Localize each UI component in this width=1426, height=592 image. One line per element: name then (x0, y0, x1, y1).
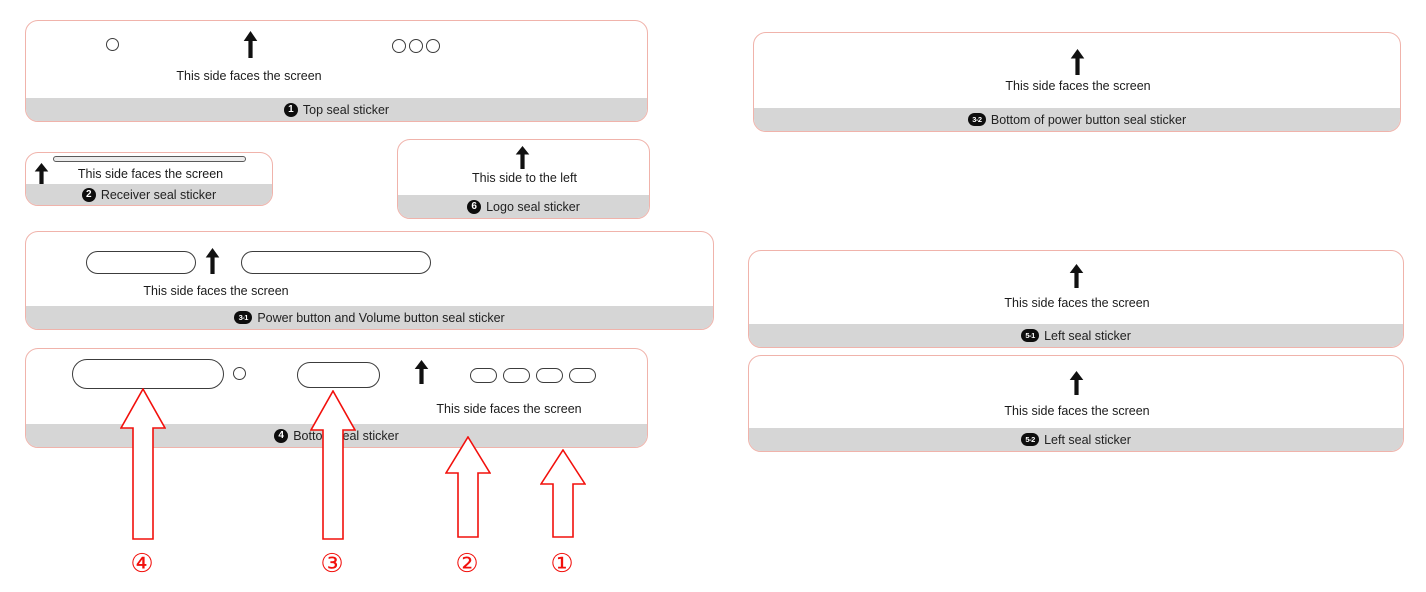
up-arrow-icon (34, 163, 49, 186)
cutout-pill-icon (86, 251, 196, 274)
cutout-pill-icon (297, 362, 380, 388)
sticker-label: Left seal sticker (1044, 432, 1131, 447)
sticker-badge: 5-1 (1021, 329, 1040, 342)
callout-arrow-2-icon (445, 436, 491, 538)
up-arrow-icon (1070, 49, 1085, 75)
sticker-badge: 2 (81, 187, 96, 202)
sticker-label: Logo seal sticker (486, 199, 580, 214)
power-volume-seal-sticker: This side faces the screen 3-1 Power but… (25, 231, 714, 330)
cutout-hole-icon (409, 39, 423, 53)
bottom-of-power-button-seal-sticker: This side faces the screen 3-2 Bottom of… (753, 32, 1401, 132)
sticker-label-band: 5-1 Left seal sticker (749, 324, 1403, 347)
sticker-label-band: 3-2 Bottom of power button seal sticker (754, 108, 1400, 131)
sticker-label: Bottom of power button seal sticker (990, 112, 1187, 127)
orientation-note: This side faces the screen (143, 284, 289, 298)
logo-seal-sticker: This side to the left 6 Logo seal sticke… (397, 139, 650, 219)
cutout-pill-icon (569, 368, 596, 383)
top-seal-sticker: This side faces the screen 1 Top seal st… (25, 20, 648, 122)
sticker-label-band: 2 Receiver seal sticker (26, 184, 272, 205)
up-arrow-icon (515, 146, 530, 169)
receiver-slot-icon (53, 156, 246, 162)
up-arrow-icon (1069, 371, 1084, 395)
cutout-pill-icon (536, 368, 563, 383)
receiver-seal-sticker: This side faces the screen 2 Receiver se… (25, 152, 273, 206)
sticker-label: Top seal sticker (302, 102, 390, 117)
cutout-pill-icon (241, 251, 431, 274)
sticker-label-band: 1 Top seal sticker (26, 98, 647, 121)
callout-number-3: ③ (320, 549, 344, 579)
up-arrow-icon (205, 248, 220, 274)
callout-arrow-4-icon (120, 388, 166, 540)
orientation-note: This side faces the screen (77, 167, 224, 181)
up-arrow-icon (243, 31, 258, 58)
callout-arrow-3-icon (310, 390, 356, 540)
sticker-badge: 1 (283, 102, 298, 117)
callout-number-1: ① (550, 549, 574, 579)
orientation-note: This side faces the screen (1005, 79, 1151, 93)
orientation-note: This side faces the screen (1004, 296, 1150, 310)
callout-number-4: ④ (130, 549, 154, 579)
orientation-note: This side to the left (472, 171, 577, 185)
cutout-pill-icon (72, 359, 224, 389)
cutout-hole-icon (106, 38, 119, 51)
sticker-badge: 6 (467, 199, 482, 214)
left-seal-sticker-2: This side faces the screen 5-2 Left seal… (748, 355, 1404, 452)
sticker-label: Left seal sticker (1044, 328, 1131, 343)
cutout-hole-icon (426, 39, 440, 53)
sticker-label: Receiver seal sticker (100, 187, 217, 202)
sticker-label-band: 3-1 Power button and Volume button seal … (26, 306, 713, 329)
cutout-hole-icon (392, 39, 406, 53)
up-arrow-icon (414, 360, 429, 384)
orientation-note: This side faces the screen (176, 69, 322, 83)
callout-arrow-1-icon (540, 449, 586, 538)
sticker-badge: 5-2 (1021, 433, 1040, 446)
sticker-badge: 3-2 (967, 113, 986, 126)
sticker-label: Bottom seal sticker (293, 428, 399, 443)
orientation-note: This side faces the screen (436, 402, 582, 416)
cutout-pill-icon (470, 368, 497, 383)
orientation-note: This side faces the screen (1004, 404, 1150, 418)
sticker-badge: 3-1 (234, 311, 253, 324)
cutout-pill-icon (503, 368, 530, 383)
left-seal-sticker-1: This side faces the screen 5-1 Left seal… (748, 250, 1404, 348)
sticker-badge: 4 (274, 428, 289, 443)
callout-number-2: ② (455, 549, 479, 579)
sticker-label-band: 5-2 Left seal sticker (749, 428, 1403, 451)
cutout-hole-icon (233, 367, 246, 380)
up-arrow-icon (1069, 264, 1084, 288)
sticker-label-band: 6 Logo seal sticker (398, 195, 649, 218)
sticker-label: Power button and Volume button seal stic… (257, 310, 505, 325)
